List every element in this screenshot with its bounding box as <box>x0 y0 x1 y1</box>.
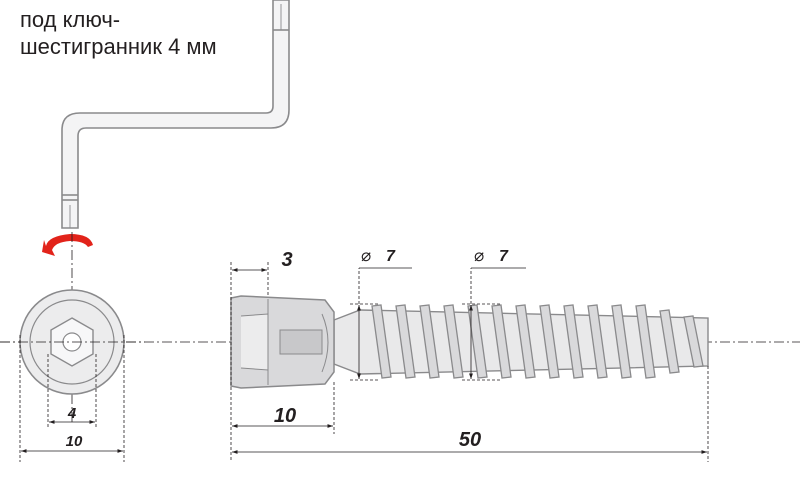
thread-turn <box>587 304 608 379</box>
thread-turn <box>395 304 416 379</box>
end-view-dimensions <box>19 335 125 462</box>
caption-line-2: шестигранник 4 мм <box>20 34 217 59</box>
thread-turn <box>419 304 440 379</box>
screw-head-end-view <box>0 232 145 425</box>
thread-turn <box>635 304 656 379</box>
thread-turn <box>611 304 632 379</box>
total-length-label: 50 <box>459 429 481 451</box>
thread-turns <box>371 304 704 379</box>
thread-turn <box>563 304 584 379</box>
thread-diameter-1-label: 7 <box>386 248 396 265</box>
thread-turn <box>371 304 392 379</box>
side-view-dimensions <box>230 262 709 462</box>
hex-key-icon <box>61 0 290 229</box>
thread-turn <box>659 309 680 374</box>
head-length-label: 10 <box>274 405 296 427</box>
thread-turn <box>515 304 536 379</box>
head-diameter-label: 10 <box>66 433 83 450</box>
caption-line-1: под ключ- <box>20 7 121 32</box>
diameter-symbol-2: ⌀ <box>474 246 484 265</box>
rotation-arrow-icon <box>42 234 93 256</box>
thread-turn <box>539 304 560 379</box>
thread-turn <box>491 304 512 379</box>
hex-size-label: 4 <box>67 405 77 422</box>
thread-diameter-2-label: 7 <box>499 248 509 265</box>
head-cap-length-label: 3 <box>281 249 292 271</box>
diameter-symbol-1: ⌀ <box>361 246 371 265</box>
thread-turn <box>683 315 704 368</box>
caption: под ключ- шестигранник 4 мм <box>20 6 217 60</box>
screw-side-view <box>0 295 800 389</box>
thread-turn <box>443 304 464 379</box>
